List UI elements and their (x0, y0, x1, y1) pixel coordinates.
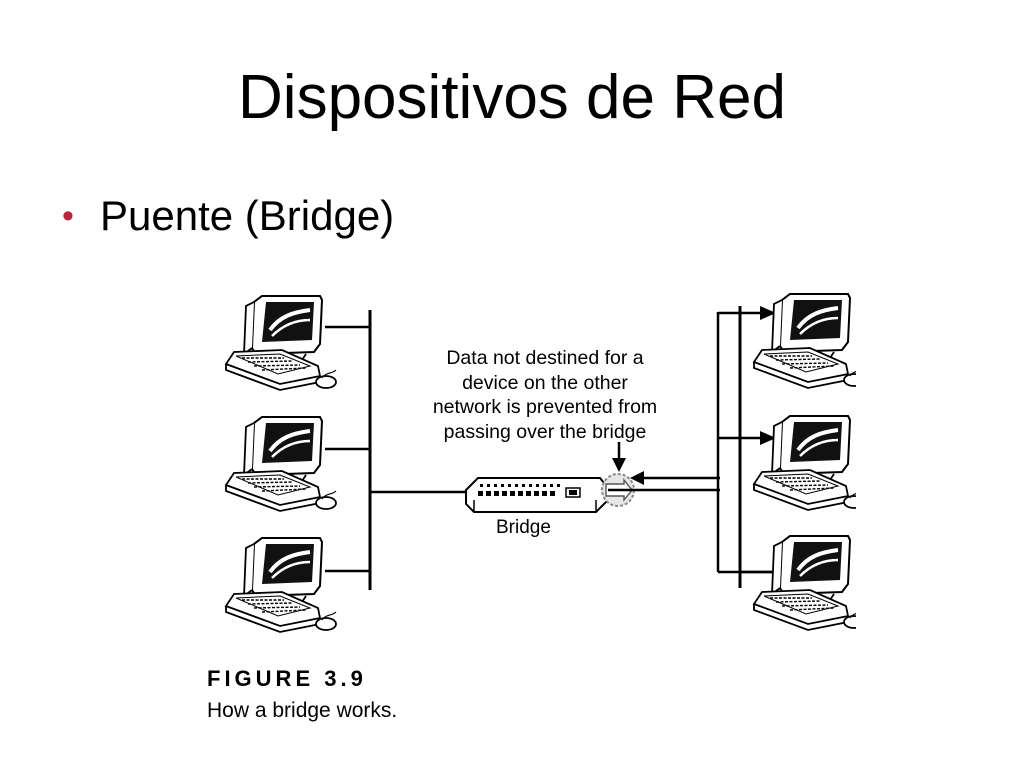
bridge-label: Bridge (496, 517, 551, 538)
right-computer-1 (752, 292, 856, 390)
bullet-marker: • (62, 197, 74, 235)
bullet-item-bridge: • Puente (Bridge) (62, 190, 394, 242)
left-computer-3 (224, 536, 338, 634)
bullet-text: Puente (Bridge) (100, 192, 395, 239)
slide-title: Dispositivos de Red (238, 63, 786, 132)
right-computer-2 (752, 414, 856, 512)
callout-line-2: device on the other (462, 371, 628, 394)
left-computer-2 (224, 415, 338, 513)
callout-line-4: passing over the bridge (443, 420, 647, 443)
figure-caption: How a bridge works. (207, 699, 398, 722)
bridge-callout-text: Data not destined for a device on the ot… (380, 346, 710, 444)
figure-number: FIGURE 3.9 (207, 666, 367, 691)
left-computer-1 (224, 294, 338, 392)
callout-line-3: network is prevented from (432, 396, 658, 418)
bridge-device (464, 477, 610, 513)
callout-line-1: Data not destined for a (446, 347, 644, 369)
right-computer-3 (752, 534, 856, 632)
